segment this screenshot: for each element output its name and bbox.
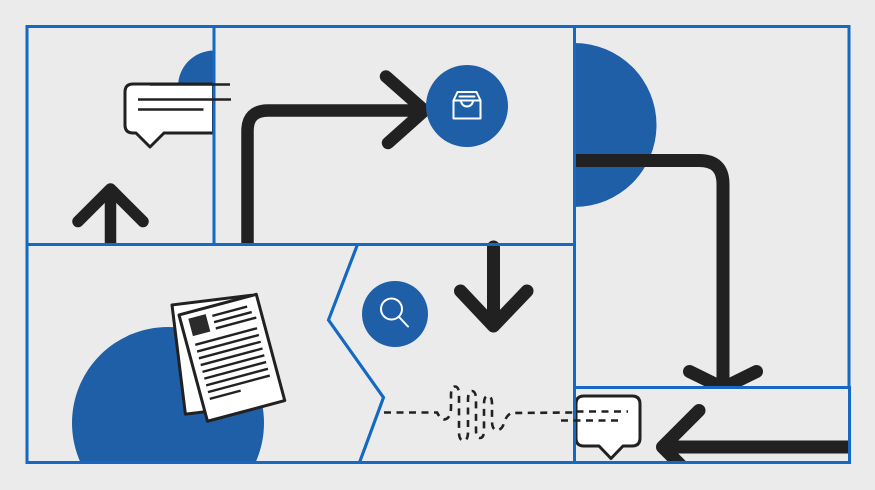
document-front-page [177, 292, 287, 423]
panel-bottom-middle [326, 243, 576, 464]
panel-bottom-right-strip [573, 386, 851, 464]
search-badge [362, 281, 428, 347]
speech-bubble-text-lines [138, 83, 231, 111]
search-icon [380, 297, 409, 328]
document-header-block [188, 314, 211, 337]
panel-bottom-left-content [72, 292, 287, 463]
panel-top-middle-content [241, 65, 508, 246]
document-header-lines [212, 305, 257, 330]
panel-borders [25, 25, 851, 464]
panel-bottom-middle-content [362, 240, 534, 347]
dashed-signature-line [384, 385, 574, 442]
archive-icon [452, 91, 482, 120]
document-body-lines [194, 327, 271, 401]
left-arrow [656, 404, 850, 464]
panel-top-right-content [574, 43, 763, 389]
elbow-arrow-right [241, 70, 431, 246]
down-arrow [454, 240, 534, 333]
up-arrow [72, 183, 149, 246]
dashed-scribble [384, 385, 628, 442]
